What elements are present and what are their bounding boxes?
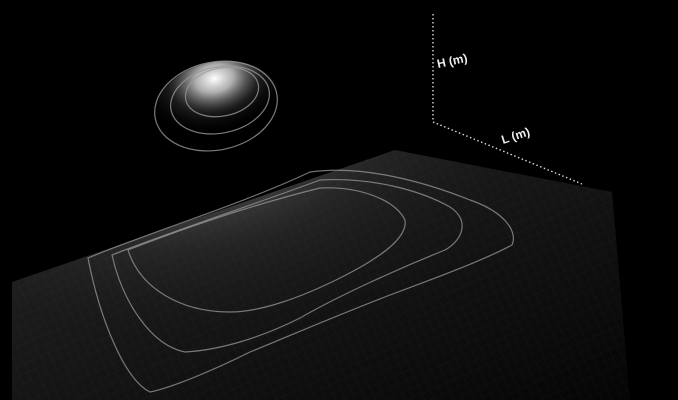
lamp-contour-mid: [170, 65, 270, 135]
axes: [432, 14, 583, 185]
floor-contours: [87, 169, 514, 393]
luminaire-intensity-solid: [154, 60, 282, 155]
floor-contour-mid: [111, 178, 463, 353]
floor-contour-inner: [127, 187, 406, 313]
height-axis-label: H (m): [436, 51, 469, 71]
lamp-contour-inner: [184, 66, 260, 118]
length-axis-label: L (m): [500, 125, 532, 147]
floor-plane: [12, 150, 630, 400]
floor-contour-outer: [87, 169, 514, 393]
length-axis: [432, 121, 583, 185]
lamp-contour-outer: [154, 60, 278, 152]
